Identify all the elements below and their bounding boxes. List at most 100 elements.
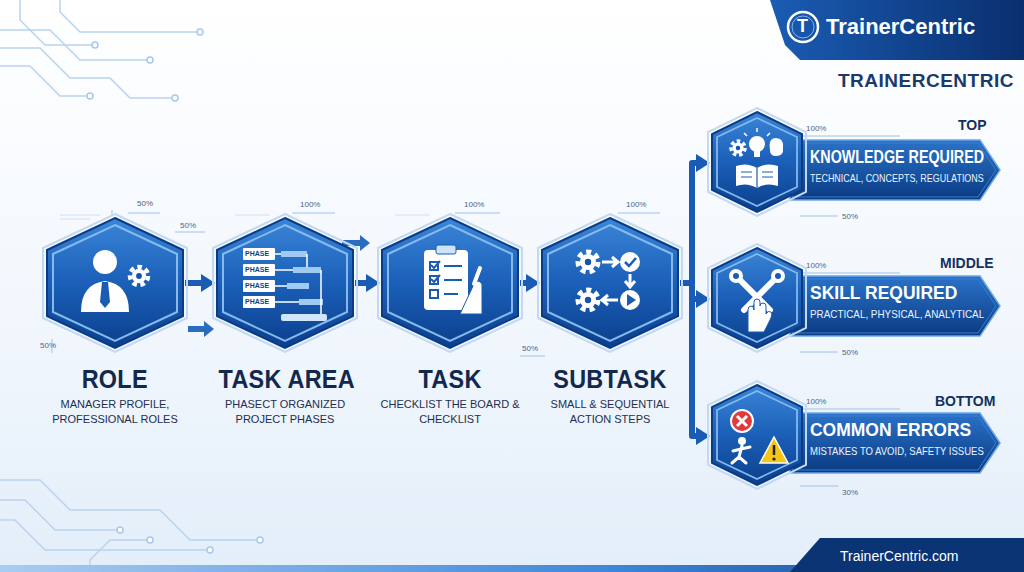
text-line: SKILL REQUIRED <box>810 282 986 304</box>
hexagon-outline <box>217 218 353 433</box>
text-line: PRACTICAL, PHYSICAL, ANALYTICAL <box>810 304 986 322</box>
text-box: ROLEMANAGER PROFILE, PROFESSIONAL ROLES <box>41 364 189 427</box>
knowledge-banner: KNOWLEDGE REQUIRED TECHNICAL, CONCEPTS, R… <box>712 112 1002 214</box>
label-holder: 100% <box>300 200 320 209</box>
footer-panel <box>790 538 1024 572</box>
position-tag: MIDDLE <box>940 255 994 271</box>
percent-mark: 50% <box>522 344 538 353</box>
node-subtitle: SMALL & SEQUENTIAL ACTION STEPS <box>536 397 684 427</box>
skill-banner: SKILL REQUIRED PRACTICAL, PHYSICAL, ANALY… <box>712 248 1002 350</box>
node-title: TASK <box>418 364 481 395</box>
label-holder: BOTTOM <box>935 393 995 409</box>
node-title: KNOWLEDGE REQUIRED <box>810 146 984 168</box>
flow-arrow <box>680 163 700 283</box>
role-hexagon: ROLEMANAGER PROFILE, PROFESSIONAL ROLES <box>47 218 183 433</box>
label-holder: 30% <box>842 488 858 497</box>
percent-mark: 50% <box>842 212 858 221</box>
label-holder: 50% <box>842 348 858 357</box>
label-holder: 100% <box>626 200 646 209</box>
position-tag: TOP <box>958 117 987 133</box>
node-subtitle: MANAGER PROFILE, PROFESSIONAL ROLES <box>41 397 189 427</box>
percent-mark: 50% <box>180 221 196 230</box>
label-holder: PHASE <box>245 282 269 289</box>
label-holder: PHASE <box>245 298 269 305</box>
label-holder: PHASE <box>245 266 269 273</box>
hexagon-outline <box>542 218 678 433</box>
flow-arrow <box>185 280 205 286</box>
text-line: TASK AREA <box>211 364 359 395</box>
percent-mark: 50% <box>137 199 153 208</box>
percent-mark: 100% <box>464 200 484 209</box>
node-title: SUBTASK <box>553 364 666 395</box>
percent-mark: 50% <box>40 341 56 350</box>
percent-mark: 100% <box>806 124 826 133</box>
brand-name: TrainerCentric <box>826 14 975 40</box>
label-holder: MIDDLE <box>940 255 994 271</box>
percent-mark: 100% <box>806 261 826 270</box>
text-box: TASK AREAPHASECT ORGANIZED PROJECT PHASE… <box>211 364 359 427</box>
logo-letter: T <box>797 16 808 37</box>
text-line: TASK <box>376 364 524 395</box>
percent-ticks <box>52 136 900 486</box>
label-holder: PHASE <box>245 250 269 257</box>
errors-banner: COMMON ERRORS MISTAKES TO AVOID, SAFETY I… <box>712 385 1002 487</box>
node-subtitle: TECHNICAL, CONCEPTS, REGULATIONS <box>810 172 984 184</box>
circuit-lines <box>0 0 260 572</box>
label-holder: 100% <box>806 397 826 406</box>
phase-tag: PHASE <box>245 298 269 305</box>
phase-tag: PHASE <box>245 250 269 257</box>
text-line: SUBTASK <box>536 364 684 395</box>
label-holder: T <box>797 16 808 37</box>
label-holder: TrainerCentric <box>826 14 975 40</box>
text-line: SMALL & SEQUENTIAL ACTION STEPS <box>536 397 684 427</box>
node-title: TASK AREA <box>219 364 355 395</box>
node-title: ROLE <box>82 364 148 395</box>
task-hexagon: TASKCHECKLIST THE BOARD & CHECKLIST <box>382 218 518 433</box>
label-holder: 50% <box>137 199 153 208</box>
header-panel <box>770 0 1024 60</box>
node-subtitle: PRACTICAL, PHYSICAL, ANALYTICAL <box>810 308 984 320</box>
text-box: SUBTASKSMALL & SEQUENTIAL ACTION STEPS <box>536 364 684 427</box>
percent-mark: 50% <box>842 348 858 357</box>
hexagon-banner-outline <box>712 248 1002 350</box>
task-area-hexagon: TASK AREAPHASECT ORGANIZED PROJECT PHASE… <box>217 218 353 433</box>
text-line: KNOWLEDGE REQUIRED <box>810 146 986 168</box>
label-holder: 50% <box>40 341 56 350</box>
flow-arrow <box>680 283 700 436</box>
node-subtitle: MISTAKES TO AVOID, SAFETY ISSUES <box>810 445 984 457</box>
text-line: COMMON ERRORS <box>810 419 986 441</box>
label-holder: TrainerCentric.com <box>840 548 959 564</box>
text-box: KNOWLEDGE REQUIRED TECHNICAL, CONCEPTS, R… <box>810 146 986 186</box>
label-holder: 100% <box>464 200 484 209</box>
deco-arrows <box>188 235 370 337</box>
hexagon-banner-outline <box>712 385 1002 487</box>
hexagon-banner-outline <box>712 112 1002 214</box>
text-line: MANAGER PROFILE, PROFESSIONAL ROLES <box>41 397 189 427</box>
node-title: COMMON ERRORS <box>810 419 971 441</box>
node-subtitle: CHECKLIST THE BOARD & CHECKLIST <box>376 397 524 427</box>
subtask-hexagon: SUBTASKSMALL & SEQUENTIAL ACTION STEPS <box>542 218 678 433</box>
node-subtitle: PHASECT ORGANIZED PROJECT PHASES <box>211 397 359 427</box>
hexagon-outline <box>382 218 518 433</box>
percent-mark: 100% <box>300 200 320 209</box>
label-holder: 50% <box>180 221 196 230</box>
label-holder: 50% <box>522 344 538 353</box>
label-holder: 100% <box>806 261 826 270</box>
label-holder: 50% <box>842 212 858 221</box>
website-url: TrainerCentric.com <box>840 548 959 564</box>
phase-tag: PHASE <box>245 266 269 273</box>
hexagon-outline <box>47 218 183 433</box>
text-box: SKILL REQUIRED PRACTICAL, PHYSICAL, ANALY… <box>810 282 986 322</box>
node-title: SKILL REQUIRED <box>810 282 957 304</box>
brand-wordmark: TRAINERCENTRIC <box>838 70 1014 92</box>
flow-arrow <box>355 280 370 286</box>
text-line: TECHNICAL, CONCEPTS, REGULATIONS <box>810 168 986 186</box>
flow-arrow <box>520 280 530 286</box>
text-line: ROLE <box>41 364 189 395</box>
position-tag: BOTTOM <box>935 393 995 409</box>
